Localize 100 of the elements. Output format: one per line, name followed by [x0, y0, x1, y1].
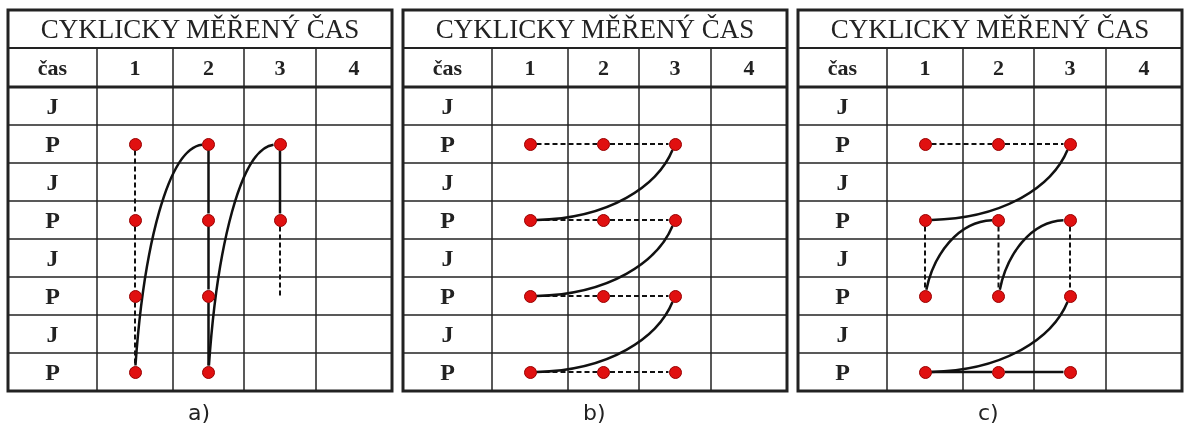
panel-caption: a) [188, 400, 211, 425]
row-label: J [835, 91, 850, 121]
connector-line [931, 370, 992, 374]
row-label: P [439, 129, 456, 159]
point-marker [523, 289, 537, 303]
row-label: J [45, 91, 60, 121]
point-marker [668, 289, 682, 303]
point-marker [1063, 289, 1077, 303]
dashed-connector [535, 371, 598, 373]
curved-connector [207, 143, 274, 366]
point-marker [992, 289, 1005, 303]
dashed-connector [279, 225, 281, 297]
row-label: J [440, 91, 455, 121]
point-marker [992, 213, 1005, 227]
point-marker [128, 213, 142, 227]
dashed-connector [1069, 225, 1071, 291]
point-marker [918, 289, 932, 303]
row-label: J [45, 167, 60, 197]
point-marker [918, 365, 932, 379]
point-marker [523, 137, 537, 151]
panel-caption: b) [583, 400, 606, 425]
row-label: J [45, 243, 60, 273]
connector-line [1005, 370, 1064, 374]
point-marker [128, 137, 142, 151]
column-header: 4 [1137, 53, 1151, 82]
connector-line [278, 150, 282, 214]
row-label: P [834, 357, 851, 387]
column-header: 1 [523, 53, 537, 82]
row-label: J [835, 167, 850, 197]
point-marker [597, 137, 610, 151]
dashed-connector [930, 143, 993, 145]
row-label: P [44, 129, 61, 159]
point-marker [1063, 365, 1077, 379]
column-header: čas [826, 53, 859, 82]
point-marker [668, 365, 682, 379]
curved-connector [536, 225, 674, 298]
point-marker [992, 137, 1005, 151]
dashed-connector [997, 225, 1000, 291]
point-marker [1063, 137, 1077, 151]
point-marker [523, 213, 537, 227]
column-header: 1 [918, 53, 932, 82]
point-marker [668, 137, 682, 151]
row-label: P [834, 205, 851, 235]
curved-connector [536, 301, 674, 374]
point-marker [273, 213, 287, 227]
curved-connector [998, 219, 1064, 290]
row-label: P [44, 357, 61, 387]
column-header: čas [36, 53, 69, 82]
dashed-connector [609, 143, 670, 145]
column-header: 2 [202, 53, 215, 82]
dashed-connector [609, 295, 670, 297]
row-label: J [440, 319, 455, 349]
point-marker [128, 289, 142, 303]
table-title: CYKLICKY MĚŘENÝ ČAS [829, 12, 1151, 46]
row-label: P [439, 205, 456, 235]
dashed-connector [535, 219, 598, 221]
point-marker [202, 213, 215, 227]
point-marker [597, 365, 610, 379]
column-header: 2 [597, 53, 610, 82]
curved-connector [931, 149, 1069, 222]
curved-connector [134, 143, 203, 366]
point-marker [128, 365, 142, 379]
column-header: 4 [347, 53, 361, 82]
column-header: 2 [992, 53, 1005, 82]
row-label: P [44, 205, 61, 235]
point-marker [202, 289, 215, 303]
panel-caption: c) [978, 400, 999, 425]
curved-connector [536, 149, 674, 222]
column-header: 3 [273, 53, 287, 82]
row-label: J [835, 319, 850, 349]
column-header: 3 [1063, 53, 1077, 82]
dashed-connector [609, 219, 670, 221]
connector-line [207, 226, 210, 290]
column-header: 4 [742, 53, 756, 82]
point-marker [918, 213, 932, 227]
dashed-connector [134, 149, 136, 215]
row-label: P [834, 129, 851, 159]
dashed-connector [535, 295, 598, 297]
point-marker [918, 137, 932, 151]
point-marker [202, 137, 215, 151]
dashed-connector [134, 225, 136, 291]
column-header: čas [431, 53, 464, 82]
row-label: J [45, 319, 60, 349]
curved-connector [931, 301, 1069, 374]
row-label: J [440, 243, 455, 273]
dashed-connector [924, 225, 926, 291]
row-label: P [834, 281, 851, 311]
curved-connector [925, 219, 993, 290]
table-title: CYKLICKY MĚŘENÝ ČAS [434, 12, 756, 46]
dashed-connector [535, 143, 598, 145]
table-title: CYKLICKY MĚŘENÝ ČAS [39, 12, 361, 46]
row-label: P [439, 357, 456, 387]
point-marker [597, 289, 610, 303]
point-marker [597, 213, 610, 227]
column-header: 3 [668, 53, 682, 82]
point-marker [202, 365, 215, 379]
connector-line [207, 302, 210, 366]
point-marker [668, 213, 682, 227]
column-header: 1 [128, 53, 142, 82]
point-marker [992, 365, 1005, 379]
